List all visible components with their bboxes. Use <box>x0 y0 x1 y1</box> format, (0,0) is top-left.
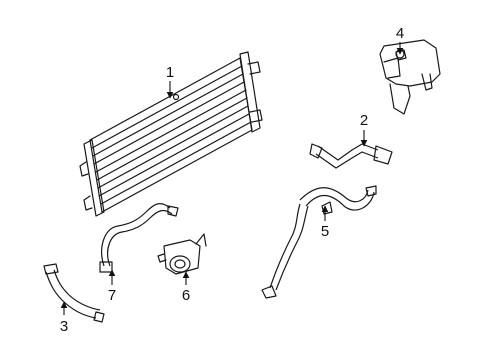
radiator-part <box>79 51 263 217</box>
callout-1-label: 1 <box>166 64 174 81</box>
callout-3-label: 3 <box>60 318 68 335</box>
hose-part-7 <box>99 203 179 273</box>
valve-part-6 <box>157 233 207 275</box>
hose-part-3 <box>43 263 105 323</box>
callout-4-label: 4 <box>396 25 404 42</box>
radiator-fins <box>91 65 252 205</box>
callout-7-label: 7 <box>108 287 116 304</box>
pipe-part-2 <box>309 143 393 169</box>
callout-6-label: 6 <box>182 287 190 304</box>
callout-1: 1 <box>166 64 174 99</box>
callout-5: 5 <box>321 205 329 240</box>
callout-4: 4 <box>396 25 404 55</box>
callout-2: 2 <box>360 112 368 147</box>
callout-7: 7 <box>108 269 116 304</box>
callout-3: 3 <box>60 301 68 335</box>
callout-6: 6 <box>182 271 190 304</box>
callout-2-label: 2 <box>360 112 368 129</box>
hose-part-5 <box>261 185 377 299</box>
reservoir-part <box>379 39 441 115</box>
callout-5-label: 5 <box>321 223 329 240</box>
